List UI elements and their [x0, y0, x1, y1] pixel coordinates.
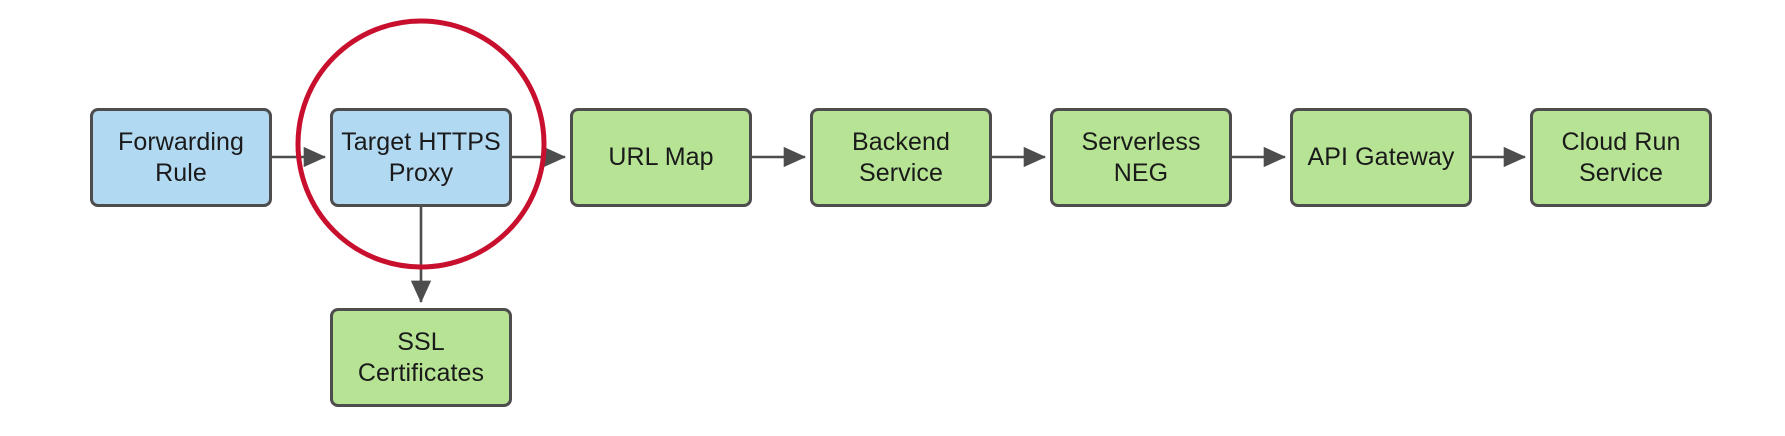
node-label-cloud-run-service: Cloud Run Service: [1561, 128, 1681, 187]
node-target-https-proxy[interactable]: Target HTTPS Proxy: [330, 108, 512, 207]
node-serverless-neg[interactable]: Serverless NEG: [1050, 108, 1232, 207]
node-label-forwarding-rule: Forwarding Rule: [117, 128, 245, 187]
node-ssl-certificates[interactable]: SSL Certificates: [330, 308, 512, 407]
node-label-target-https-proxy: Target HTTPS Proxy: [341, 128, 501, 187]
node-label-backend-service: Backend Service: [852, 128, 950, 187]
node-url-map[interactable]: URL Map: [570, 108, 752, 207]
node-label-url-map: URL Map: [608, 143, 714, 172]
node-backend-service[interactable]: Backend Service: [810, 108, 992, 207]
node-label-serverless-neg: Serverless NEG: [1081, 128, 1201, 187]
node-forwarding-rule[interactable]: Forwarding Rule: [90, 108, 272, 207]
node-api-gateway[interactable]: API Gateway: [1290, 108, 1472, 207]
node-label-ssl-certificates: SSL Certificates: [357, 328, 485, 387]
node-label-api-gateway: API Gateway: [1307, 143, 1455, 172]
node-cloud-run-service[interactable]: Cloud Run Service: [1530, 108, 1712, 207]
